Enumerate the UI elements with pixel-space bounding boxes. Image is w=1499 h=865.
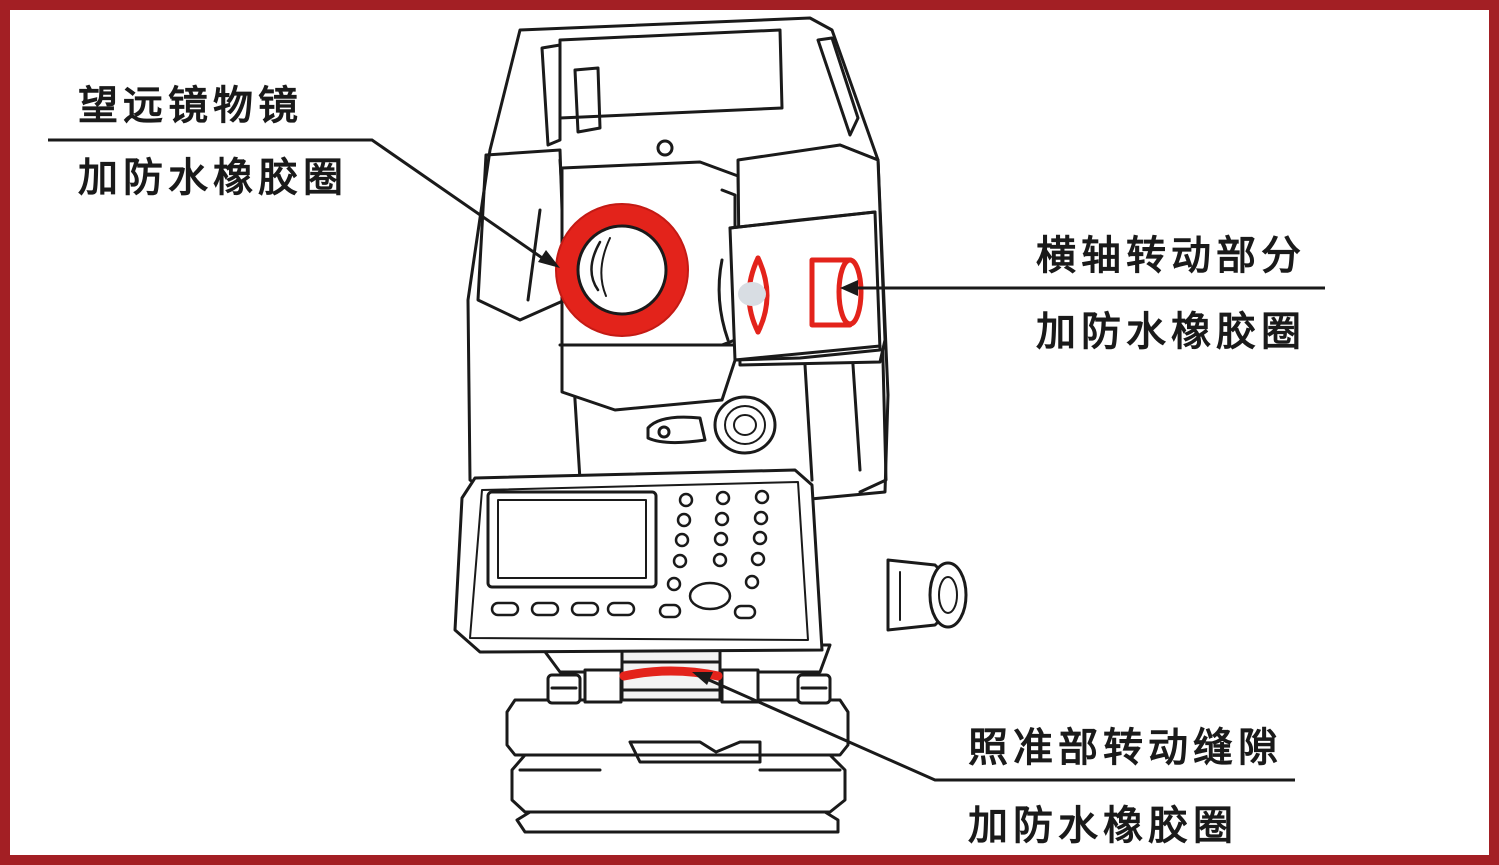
label-horizontal-axis-line2: 加防水橡胶圈 — [1036, 309, 1306, 355]
focus-knob — [646, 395, 777, 455]
horizontal-axis-housing — [717, 143, 887, 367]
keypad — [490, 489, 770, 620]
label-objective-line2: 加防水橡胶圈 — [78, 155, 348, 201]
arrow-objective — [538, 250, 560, 268]
leader-objective — [48, 138, 549, 264]
arrow-horizontal-axis — [840, 280, 858, 296]
label-horizontal-axis-line1: 横轴转动部分 — [1036, 233, 1306, 279]
horizontal-axis-seal — [746, 255, 864, 335]
arrow-alidade-gap — [692, 672, 713, 685]
label-alidade-gap-line2: 加防水橡胶圈 — [968, 803, 1238, 849]
leveling-screw-left — [546, 673, 582, 705]
label-alidade-gap-line1: 照准部转动缝隙 — [968, 725, 1283, 771]
tribrach-base — [505, 698, 850, 834]
objective-lens — [555, 203, 689, 337]
side-knob — [886, 558, 968, 632]
display-screen — [486, 490, 658, 589]
leader-lines — [48, 138, 1325, 782]
leveling-screw-right — [796, 673, 832, 705]
leader-alidade-gap — [699, 674, 1295, 782]
label-objective-line1: 望远镜物镜 — [78, 83, 303, 129]
